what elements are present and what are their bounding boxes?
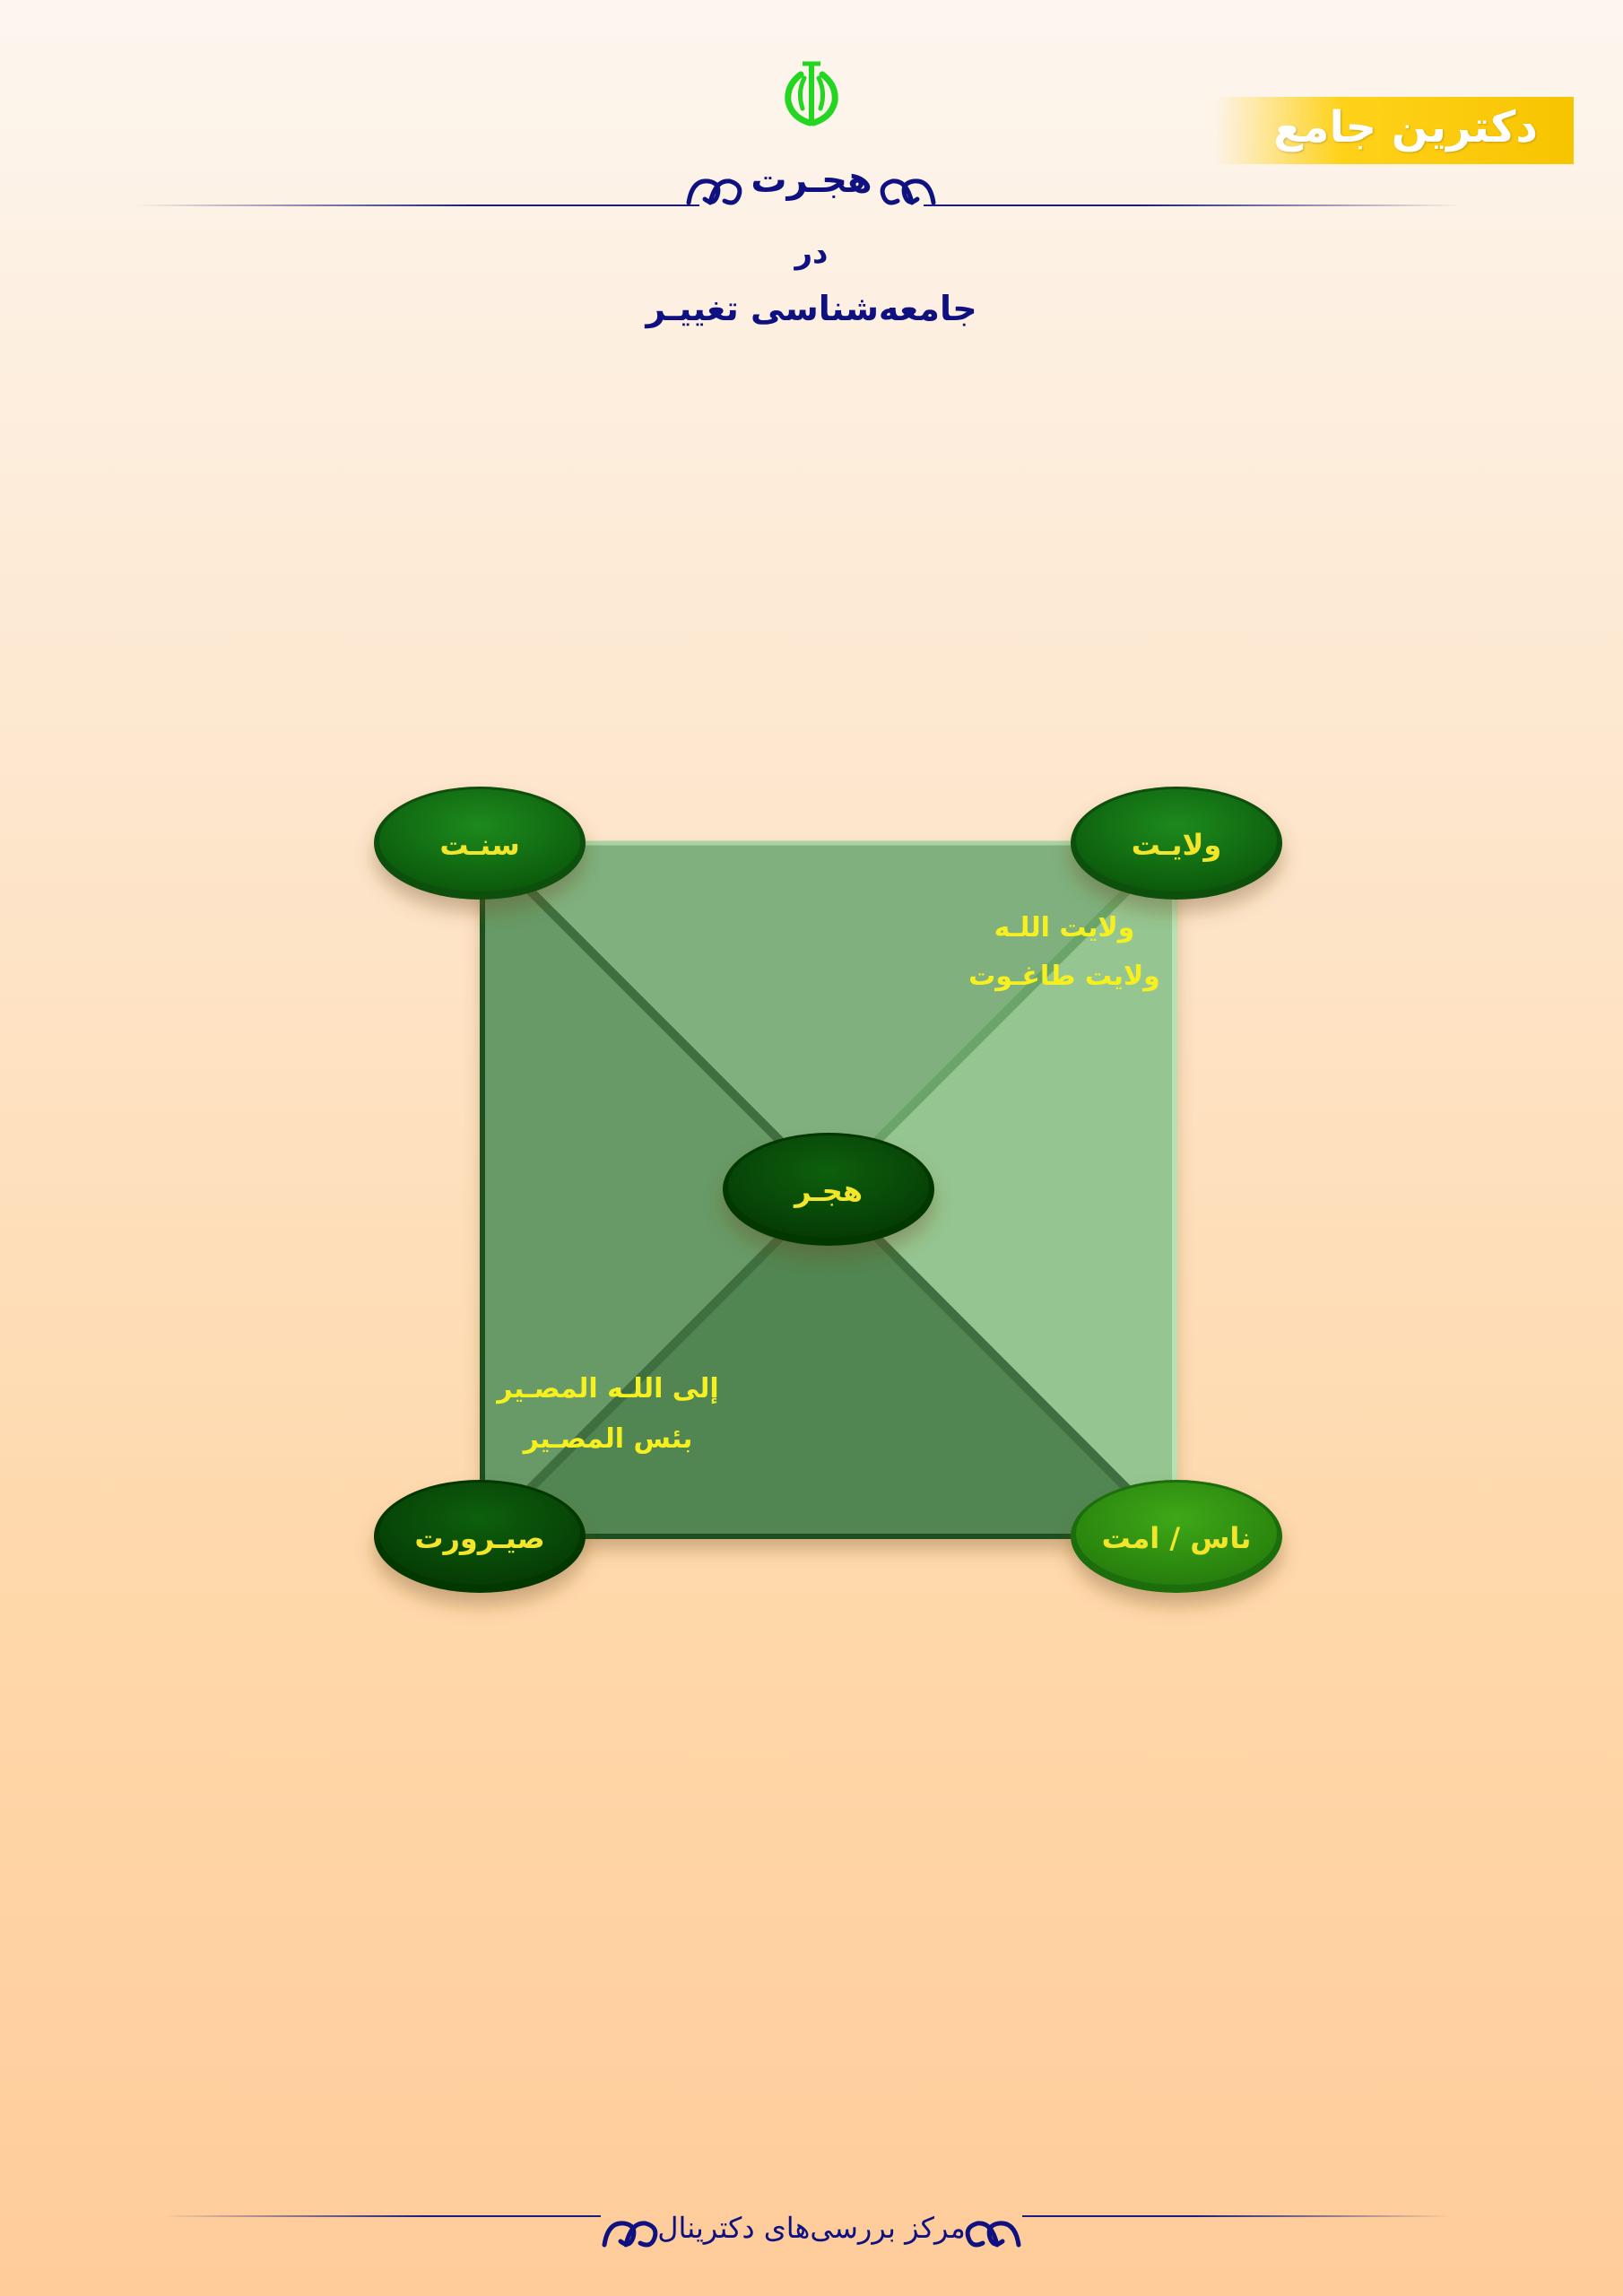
node-bottom-right: ناس / امت — [1071, 1480, 1282, 1593]
edge-br — [825, 1186, 1178, 1540]
page-subtitle-line1: در — [794, 235, 829, 271]
node-center: هجـر — [723, 1133, 934, 1246]
annotation-bisa-almasir: بئس المصـیر — [522, 1423, 693, 1455]
footer-line-left — [161, 2215, 601, 2217]
face-left — [482, 843, 829, 1536]
page-title: هجـرت — [751, 160, 872, 201]
node-bottom-left-label: صیـرورت — [414, 1521, 544, 1555]
node-top-left-label: سنـت — [439, 828, 519, 862]
node-top-right: ولایـت — [1071, 787, 1282, 900]
edge-bl — [479, 1186, 832, 1540]
header-line-left — [135, 204, 699, 206]
doctrine-tag: دکترین جامع — [1215, 97, 1574, 164]
annotation-ila-allah-almasir: إلى اللـه المصـیر — [495, 1373, 718, 1405]
header-line-right — [924, 204, 1462, 206]
edge-tr — [825, 839, 1178, 1193]
iran-emblem-icon — [785, 61, 838, 126]
annotation-wilayat-taghut: ولایت طاغـوت — [968, 961, 1160, 992]
footer-line-right — [1022, 2215, 1453, 2217]
face-right — [829, 843, 1175, 1536]
footer-ornament-left-icon — [602, 2221, 658, 2248]
node-top-left: سنـت — [374, 787, 586, 900]
annotation-wilayat-allah: ولایت اللـه — [994, 912, 1135, 944]
diagram-svg: سنـت ولایـت هجـر صیـرورت ناس / امت ولایت… — [374, 787, 1282, 1593]
footer-text: مرکز بررسی‌های دکترینال — [657, 2211, 966, 2245]
hijrat-diagram: سنـت ولایـت هجـر صیـرورت ناس / امت ولایت… — [359, 771, 1309, 1632]
node-bottom-right-label: ناس / امت — [1102, 1521, 1252, 1555]
node-bottom-left: صیـرورت — [374, 1480, 586, 1593]
node-top-right-label: ولایـت — [1132, 828, 1222, 862]
edge-tl — [479, 839, 832, 1193]
ornament-left-icon — [686, 178, 742, 205]
ornament-right-icon — [880, 178, 936, 205]
doctrine-tag-label: دکترین جامع — [1272, 102, 1538, 152]
face-top — [482, 843, 1175, 1189]
footer-ornament-right-icon — [965, 2221, 1021, 2248]
face-bottom — [482, 1189, 1175, 1536]
node-center-label: هجـر — [793, 1174, 863, 1208]
page-subtitle-line2: جامعه‌شناسی تغییـر — [646, 289, 977, 328]
